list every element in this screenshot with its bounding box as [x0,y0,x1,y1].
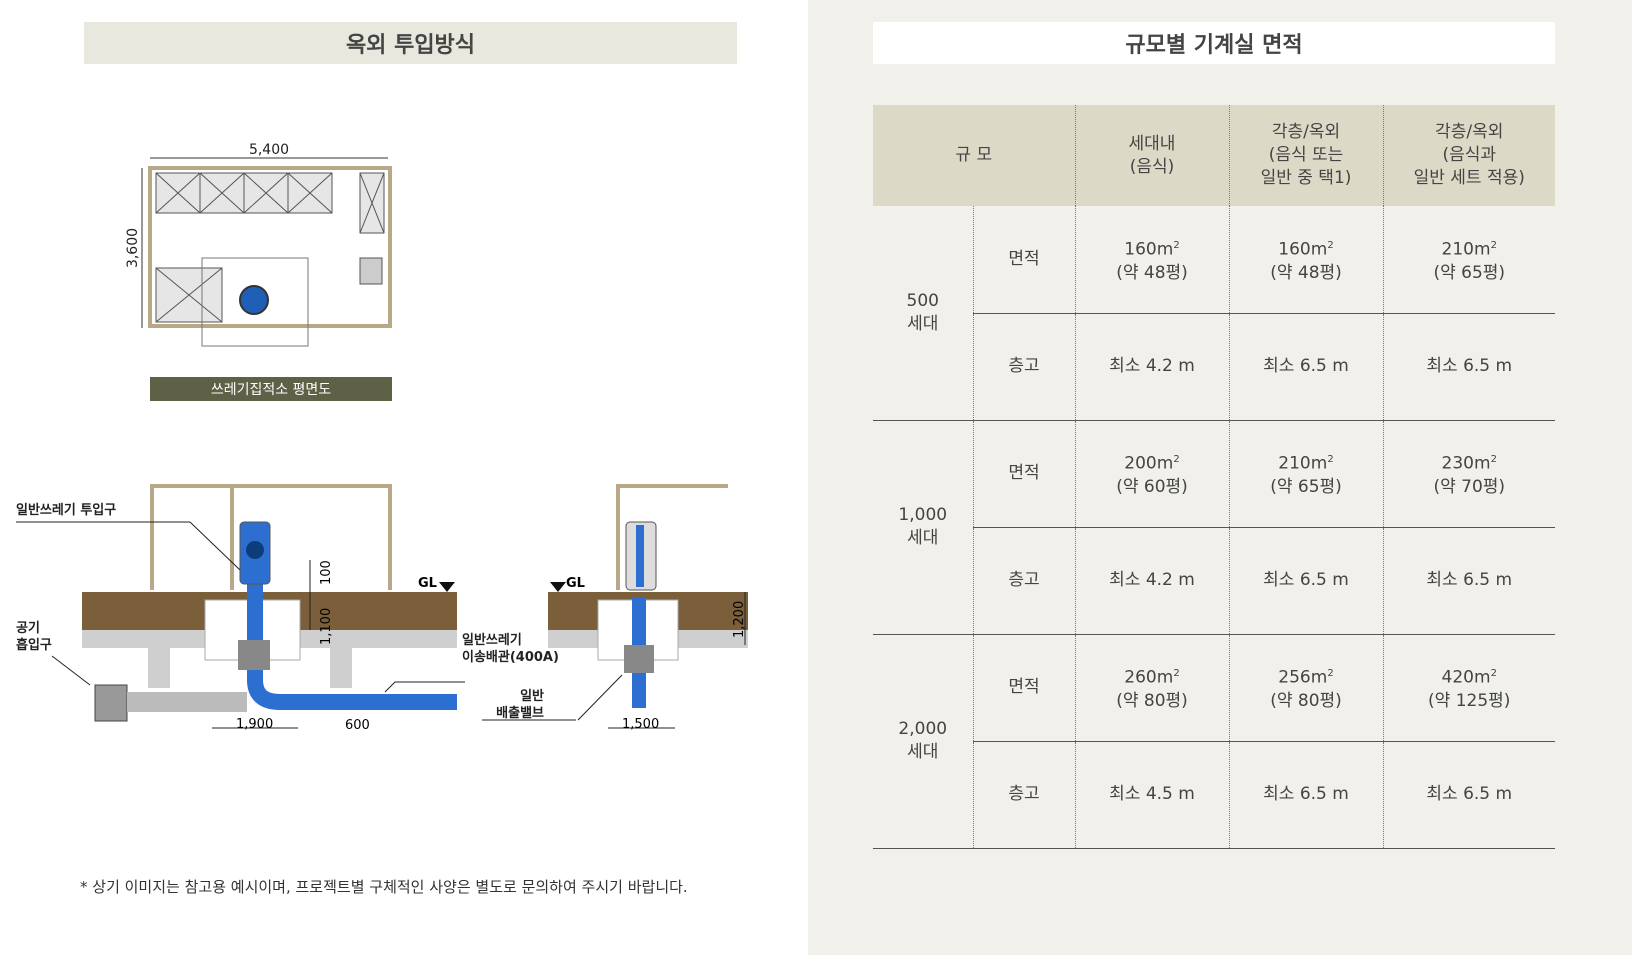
area-pyeong: (약 65평) [1433,262,1506,283]
dim-1200: 1,200 [732,601,747,638]
area-value: 256 [1278,667,1311,688]
area-pyeong: (약 60평) [1116,476,1188,497]
area-pyeong: (약 80평) [1270,690,1342,711]
plan-height-dim: 3,600 [125,228,141,268]
section-diagram: GL GL 100 1,100 1,900 600 1,200 1,500 [16,484,748,733]
area-pyeong: (약 70평) [1433,476,1506,497]
gl-label: GL [418,576,437,591]
row-label: 면적 [972,206,1075,314]
label-line: 일반쓰레기 [462,633,522,648]
right-title: 규모별 기계실 면적 [873,22,1555,64]
dim-1900: 1,900 [236,717,273,732]
table-header: 각층/옥외 (음식 또는 일반 중 택1) [1228,105,1383,206]
height-cell: 최소 6.5 m [1382,741,1555,849]
dim-1100: 1,100 [319,608,334,645]
label-line: 일반 [520,689,544,704]
row-label: 면적 [972,634,1075,742]
area-value: 210 [1441,239,1474,260]
scale-cell: 500 세대 [873,206,973,421]
unit: m [1156,453,1174,474]
area-pyeong: (약 48평) [1270,262,1342,283]
unit: m [1310,667,1328,688]
height-cell: 최소 4.2 m [1074,313,1229,421]
area-value: 200 [1124,453,1157,474]
unit: m [1474,239,1491,260]
row-label: 층고 [972,313,1075,421]
row-label: 면적 [972,420,1075,528]
gl-label: GL [566,576,585,591]
area-value: 420 [1441,667,1474,688]
height-cell: 최소 6.5 m [1228,741,1383,849]
area-pyeong: (약 125평) [1428,690,1511,711]
left-panel: 옥외 투입방식 5,400 3,600 쓰레기집적소 평면도 [0,0,808,955]
area-value: 210 [1278,453,1311,474]
area-pyeong: (약 65평) [1270,476,1342,497]
unit: m [1310,453,1328,474]
scale-cell: 2,000 세대 [873,634,973,849]
height-cell: 최소 6.5 m [1382,313,1555,421]
height-cell: 최소 4.5 m [1074,741,1229,849]
unit: m [1474,667,1491,688]
height-cell: 최소 4.2 m [1074,527,1229,635]
scale-cell: 1,000 세대 [873,420,973,635]
left-title: 옥외 투입방식 [84,22,737,64]
height-cell: 최소 6.5 m [1228,527,1383,635]
label-line: 배출밸브 [496,706,544,721]
dim-1500: 1,500 [622,717,659,732]
area-cell: 210m2(약 65평) [1382,206,1555,314]
row-label: 층고 [972,527,1075,635]
label-line: 흡입구 [16,638,52,653]
table-header: 세대내 (음식) [1074,105,1229,206]
unit: m [1156,667,1174,688]
area-cell: 260m2(약 80평) [1074,634,1229,742]
area-pyeong: (약 48평) [1116,262,1188,283]
label-line: 이송배관(400A) [462,650,559,665]
plan-diagram: 5,400 3,600 [125,142,392,347]
area-value: 260 [1124,667,1157,688]
dim-100: 100 [319,560,334,585]
area-value: 160 [1278,239,1311,260]
area-cell: 230m2(약 70평) [1382,420,1555,528]
table-header: 각층/옥외 (음식과 일반 세트 적용) [1382,105,1555,206]
plan-caption: 쓰레기집적소 평면도 [150,377,392,401]
label-line: 공기 [16,621,40,636]
height-cell: 최소 6.5 m [1382,527,1555,635]
table-header: 규 모 [873,105,1075,206]
area-cell: 420m2(약 125평) [1382,634,1555,742]
area-cell: 160m2(약 48평) [1228,206,1383,314]
area-value: 230 [1441,453,1474,474]
plan-width-dim: 5,400 [249,142,289,158]
label-inlet: 일반쓰레기 투입구 [16,503,117,518]
area-cell: 160m2(약 48평) [1074,206,1229,314]
footnote: * 상기 이미지는 참고용 예시이며, 프로젝트별 구체적인 사양은 별도로 문… [80,878,688,896]
area-cell: 200m2(약 60평) [1074,420,1229,528]
height-cell: 최소 6.5 m [1228,313,1383,421]
unit: m [1156,239,1174,260]
unit: m [1474,453,1491,474]
area-cell: 256m2(약 80평) [1228,634,1383,742]
row-label: 층고 [972,741,1075,849]
unit: m [1310,239,1328,260]
area-cell: 210m2(약 65평) [1228,420,1383,528]
dim-600: 600 [345,718,370,733]
area-value: 160 [1124,239,1157,260]
area-pyeong: (약 80평) [1116,690,1188,711]
